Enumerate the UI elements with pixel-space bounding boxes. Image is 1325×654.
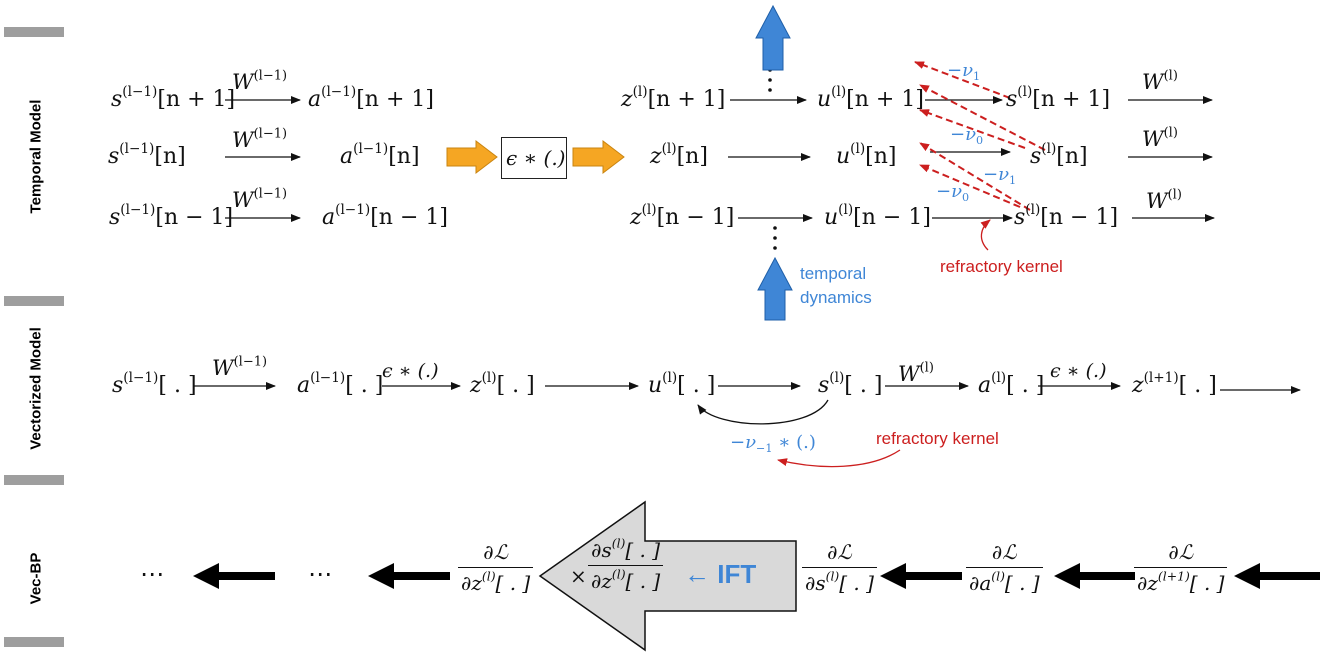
refractory-coef-nu1: −ν1 xyxy=(947,60,981,83)
refractory-coef-nu0: −ν0 xyxy=(950,124,984,147)
z-n-plus-1: z(l)[n + 1] xyxy=(621,83,726,112)
vec-weight-prev-label: W(l−1) xyxy=(212,354,268,380)
ellipsis: ⋯ xyxy=(308,560,332,588)
vec-z-next: z(l+1)[ . ] xyxy=(1132,369,1217,398)
refractory-arrow xyxy=(919,164,1021,208)
vec-refractory-kernel-label: refractory kernel xyxy=(876,429,999,448)
vec-weight-label: W(l) xyxy=(898,360,934,386)
z-n: z(l)[n] xyxy=(650,140,708,169)
a-prev-n-minus-1: a(l−1)[n − 1] xyxy=(322,201,448,230)
s-prev-n-plus-1: s(l−1)[n + 1] xyxy=(111,83,236,112)
grad-dL-dz: ∂ℒ ∂z(l)[ . ] xyxy=(458,540,534,595)
s-prev-n: s(l−1)[n] xyxy=(108,140,186,169)
vec-u: u(l)[ . ] xyxy=(648,369,716,398)
jacobian-ds-dz: ∂s(l)[ . ] ∂z(l)[ . ] xyxy=(588,537,664,593)
refractory-coef-nu0: −ν0 xyxy=(936,181,970,204)
weight-prev-label: W(l−1) xyxy=(232,68,288,94)
blue-up-arrow-bottom xyxy=(757,256,793,321)
weight-label: W(l) xyxy=(1142,68,1178,94)
z-n-minus-1: z(l)[n − 1] xyxy=(630,201,735,230)
section-divider xyxy=(4,296,64,306)
refractory-kernel-label: refractory kernel xyxy=(940,257,1063,276)
refractory-feedback-arrow xyxy=(697,399,829,425)
refractory-label-pointer xyxy=(777,449,901,468)
orange-arrow-in xyxy=(446,139,498,175)
vec-a: a(l)[ . ] xyxy=(978,369,1045,398)
section-divider xyxy=(4,27,64,37)
grad-dL-ds: ∂ℒ ∂s(l)[ . ] xyxy=(802,540,877,595)
grad-dL-dz-next: ∂ℒ ∂z(l+1)[ . ] xyxy=(1134,540,1228,595)
vec-s-prev: s(l−1)[ . ] xyxy=(112,369,197,398)
section-divider xyxy=(4,475,64,485)
u-n: u(l)[n] xyxy=(836,140,897,169)
ift-label: ← IFT xyxy=(684,559,757,589)
weight-prev-label: W(l−1) xyxy=(232,186,288,212)
vec-z: z(l)[ . ] xyxy=(470,369,535,398)
a-prev-n-plus-1: a(l−1)[n + 1] xyxy=(308,83,434,112)
weight-label: W(l) xyxy=(1146,187,1182,213)
weight-label: W(l) xyxy=(1142,125,1178,151)
refractory-arrow xyxy=(919,84,1046,151)
weight-prev-label: W(l−1) xyxy=(232,126,288,152)
s-n-plus-1: s(l)[n + 1] xyxy=(1006,83,1111,112)
u-n-plus-1: u(l)[n + 1] xyxy=(817,83,924,112)
times-symbol: × xyxy=(570,564,587,588)
a-prev-n: a(l−1)[n] xyxy=(340,140,420,169)
vec-refractory-term: −ν−1 ∗ (.) xyxy=(730,432,816,455)
refractory-arrow xyxy=(914,61,1011,99)
refractory-coef-nu1: −ν1 xyxy=(983,164,1017,187)
ift-block-arrow xyxy=(538,500,797,652)
refractory-label-pointer xyxy=(980,219,991,251)
section-divider xyxy=(4,637,64,647)
vec-a-prev: a(l−1)[ . ] xyxy=(297,369,384,398)
s-n-minus-1: s(l)[n − 1] xyxy=(1014,201,1119,230)
grad-dL-da: ∂ℒ ∂a(l)[ . ] xyxy=(966,540,1043,595)
vec-s: s(l)[ . ] xyxy=(818,369,883,398)
refractory-arrow xyxy=(919,109,1026,149)
s-prev-n-minus-1: s(l−1)[n − 1] xyxy=(109,201,234,230)
u-n-minus-1: u(l)[n − 1] xyxy=(824,201,931,230)
conv-kernel-box xyxy=(501,137,567,179)
ellipsis: ⋯ xyxy=(140,560,164,588)
vec-conv-label: ϵ ∗ (.) xyxy=(382,360,439,382)
conv-kernel-label: ϵ ∗ (.) xyxy=(506,146,566,170)
s-n: s(l)[n] xyxy=(1030,140,1088,169)
blue-up-arrow-top xyxy=(755,4,791,71)
vec-conv-label-2: ϵ ∗ (.) xyxy=(1050,360,1107,382)
orange-arrow-out xyxy=(572,139,625,175)
